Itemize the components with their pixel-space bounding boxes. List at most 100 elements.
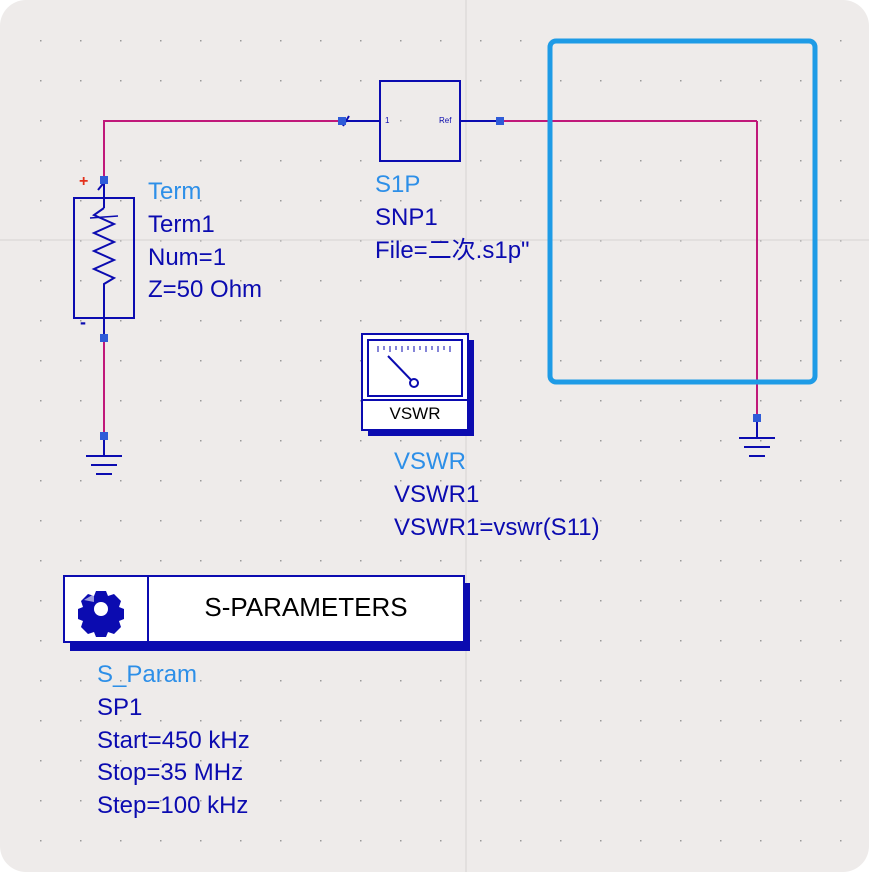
grid-dot: [400, 720, 402, 722]
sparam-step-param[interactable]: Step=100 kHz: [97, 792, 249, 819]
grid-dot: [440, 560, 442, 562]
grid-dot: [280, 680, 282, 682]
grid-dot: [480, 640, 482, 642]
grid-dot: [240, 800, 242, 802]
vswr-instance-label[interactable]: VSWR1: [394, 481, 480, 508]
grid-dot: [840, 560, 842, 562]
grid-dot: [760, 200, 762, 202]
vswr-needle: [387, 355, 414, 383]
grid-dot: [840, 240, 842, 242]
grid-dot: [280, 240, 282, 242]
grid-dot: [360, 280, 362, 282]
grid-dot: [160, 400, 162, 402]
grid-dot: [360, 520, 362, 522]
grid-dot: [280, 80, 282, 82]
grid-dot: [520, 40, 522, 42]
grid-dot: [520, 360, 522, 362]
vswr-expression-param[interactable]: VSWR1=vswr(S11): [394, 514, 600, 541]
grid-dot: [600, 840, 602, 842]
snp-instance-label[interactable]: SNP1: [375, 204, 438, 231]
grid-dot: [640, 720, 642, 722]
grid-dot: [400, 520, 402, 522]
grid-dot: [160, 520, 162, 522]
grid-dot: [800, 280, 802, 282]
grid-dot: [840, 280, 842, 282]
grid-dot: [520, 400, 522, 402]
grid-dot: [360, 440, 362, 442]
grid-dot: [440, 800, 442, 802]
grid-dot: [440, 680, 442, 682]
grid-dot: [560, 480, 562, 482]
grid-dot: [240, 400, 242, 402]
grid-dot: [720, 400, 722, 402]
grid-dot: [40, 600, 42, 602]
grid-dot: [680, 200, 682, 202]
grid-dot: [200, 560, 202, 562]
grid-dot: [320, 440, 322, 442]
grid-dot: [240, 80, 242, 82]
grid-dot: [480, 840, 482, 842]
term-plus-sign: +: [79, 173, 89, 190]
grid-dot: [200, 400, 202, 402]
grid-dot: [680, 320, 682, 322]
snp-file-param[interactable]: File=二次.s1p": [375, 237, 530, 264]
grid-dot: [120, 280, 122, 282]
grid-dot: [440, 760, 442, 762]
sparam-stop-param[interactable]: Stop=35 MHz: [97, 759, 244, 786]
grid-dot: [720, 760, 722, 762]
grid-dot: [560, 760, 562, 762]
grid-dot: [120, 480, 122, 482]
grid-dot: [760, 800, 762, 802]
grid-dot: [320, 680, 322, 682]
grid-dot: [320, 400, 322, 402]
grid-dot: [720, 80, 722, 82]
grid-dot: [40, 360, 42, 362]
grid-dot: [680, 280, 682, 282]
grid-dot: [560, 720, 562, 722]
grid-dot: [720, 360, 722, 362]
grid-dot: [760, 600, 762, 602]
grid-dot: [160, 440, 162, 442]
grid-dot: [600, 600, 602, 602]
grid-dot: [760, 280, 762, 282]
term-type-label: Term: [148, 178, 202, 205]
grid-dot: [440, 320, 442, 322]
grid-dot: [40, 320, 42, 322]
sparam-instance-label[interactable]: SP1: [97, 694, 143, 721]
grid-dot: [200, 240, 202, 242]
grid-dot: [440, 720, 442, 722]
grid-dot: [800, 400, 802, 402]
grid-dot: [560, 280, 562, 282]
grid-dot: [600, 360, 602, 362]
grid-dot: [240, 320, 242, 322]
term-num-param[interactable]: Num=1: [148, 244, 227, 271]
grid-dot: [360, 160, 362, 162]
grid-dot: [480, 200, 482, 202]
grid-dot: [520, 680, 522, 682]
sparam-start-param[interactable]: Start=450 kHz: [97, 727, 250, 754]
grid-dot: [520, 440, 522, 442]
grid-dot: [240, 240, 242, 242]
term-instance-label[interactable]: Term1: [148, 211, 215, 238]
grid-dot: [40, 840, 42, 842]
grid-dot: [640, 760, 642, 762]
resistor-symbol: [91, 207, 117, 300]
grid-dot: [80, 80, 82, 82]
term-impedance-param[interactable]: Z=50 Ohm: [148, 276, 263, 303]
grid-dot: [760, 640, 762, 642]
grid-dot: [440, 480, 442, 482]
grid-dot: [160, 680, 162, 682]
grid-dot: [760, 720, 762, 722]
grid-dot: [120, 840, 122, 842]
grid-dot: [400, 280, 402, 282]
grid-dot: [200, 480, 202, 482]
grid-dot: [240, 560, 242, 562]
grid-dot: [240, 160, 242, 162]
grid-dot: [280, 40, 282, 42]
grid-dot: [800, 80, 802, 82]
grid-dot: [120, 720, 122, 722]
grid-dot: [80, 320, 82, 322]
grid-dot: [840, 320, 842, 322]
grid-dot: [120, 520, 122, 522]
